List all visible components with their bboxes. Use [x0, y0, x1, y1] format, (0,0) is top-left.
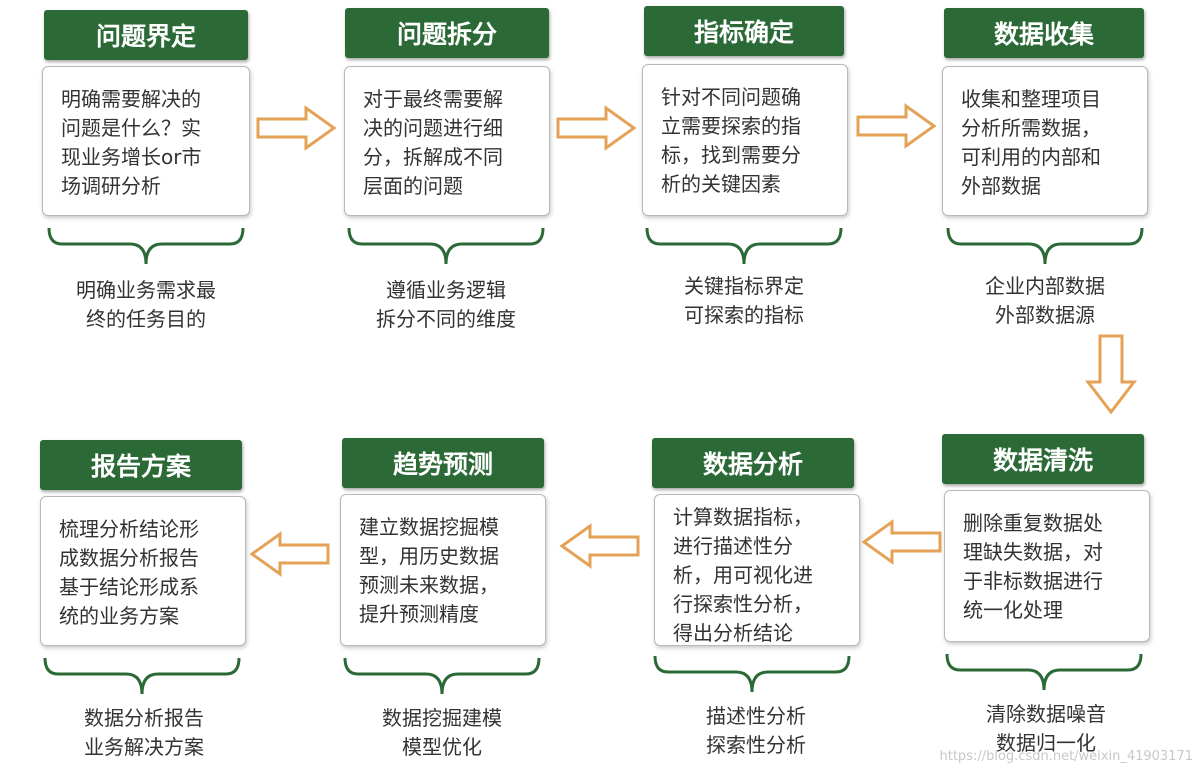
step-title: 指标确定	[644, 6, 844, 56]
arrow-left-icon	[249, 531, 330, 577]
step-title: 数据收集	[944, 8, 1144, 58]
step-caption: 遵循业务逻辑 拆分不同的维度	[376, 278, 516, 331]
arrow-right-icon	[256, 105, 337, 151]
arrow-down-icon	[1084, 334, 1138, 415]
step-description: 删除重复数据处 理缺失数据，对 于非标数据进行 统一化处理	[944, 490, 1150, 642]
step-description: 建立数据挖掘模 型，用历史数据 预测未来数据， 提升预测精度	[340, 494, 546, 646]
step-caption: 清除数据噪音 数据归一化	[986, 702, 1106, 755]
step-description: 收集和整理项目 分析所需数据， 可利用的内部和 外部数据	[942, 66, 1148, 216]
step-description: 梳理分析结论形 成数据分析报告 基于结论形成系 统的业务方案	[40, 496, 246, 646]
step-description: 明确需要解决的 问题是什么？实 现业务增长or市 场调研分析	[42, 66, 250, 216]
curly-brace-icon	[653, 655, 851, 693]
step-title: 趋势预测	[342, 438, 544, 488]
step-title: 问题界定	[44, 10, 248, 60]
step-caption: 数据挖掘建模 模型优化	[382, 706, 502, 759]
step-caption: 明确业务需求最 终的任务目的	[76, 278, 216, 331]
step-caption: 描述性分析 探索性分析	[706, 704, 806, 757]
curly-brace-icon	[43, 657, 241, 695]
step-title: 报告方案	[40, 440, 242, 490]
step-description: 对于最终需要解 决的问题进行细 分，拆解成不同 层面的问题	[344, 66, 550, 216]
step-description: 计算数据指标， 进行描述性分 析，用可视化进 行探索性分析， 得出分析结论	[654, 494, 860, 646]
curly-brace-icon	[945, 653, 1143, 691]
arrow-left-icon	[861, 519, 942, 565]
curly-brace-icon	[47, 227, 245, 265]
curly-brace-icon	[645, 227, 843, 265]
step-caption: 企业内部数据 外部数据源	[985, 274, 1105, 327]
step-description: 针对不同问题确 立需要探索的指 标，找到需要分 析的关键因素	[642, 64, 848, 216]
arrow-right-icon	[556, 105, 637, 151]
arrow-left-icon	[559, 523, 640, 569]
step-caption: 数据分析报告 业务解决方案	[84, 706, 204, 759]
step-title: 问题拆分	[345, 8, 549, 58]
step-title: 数据清洗	[942, 434, 1144, 484]
step-title: 数据分析	[652, 438, 854, 488]
watermark: https://blog.csdn.net/weixin_41903171	[939, 749, 1193, 764]
curly-brace-icon	[343, 657, 541, 695]
step-caption: 关键指标界定 可探索的指标	[684, 274, 804, 327]
curly-brace-icon	[946, 227, 1144, 265]
arrow-right-icon	[856, 103, 937, 149]
curly-brace-icon	[347, 227, 545, 265]
